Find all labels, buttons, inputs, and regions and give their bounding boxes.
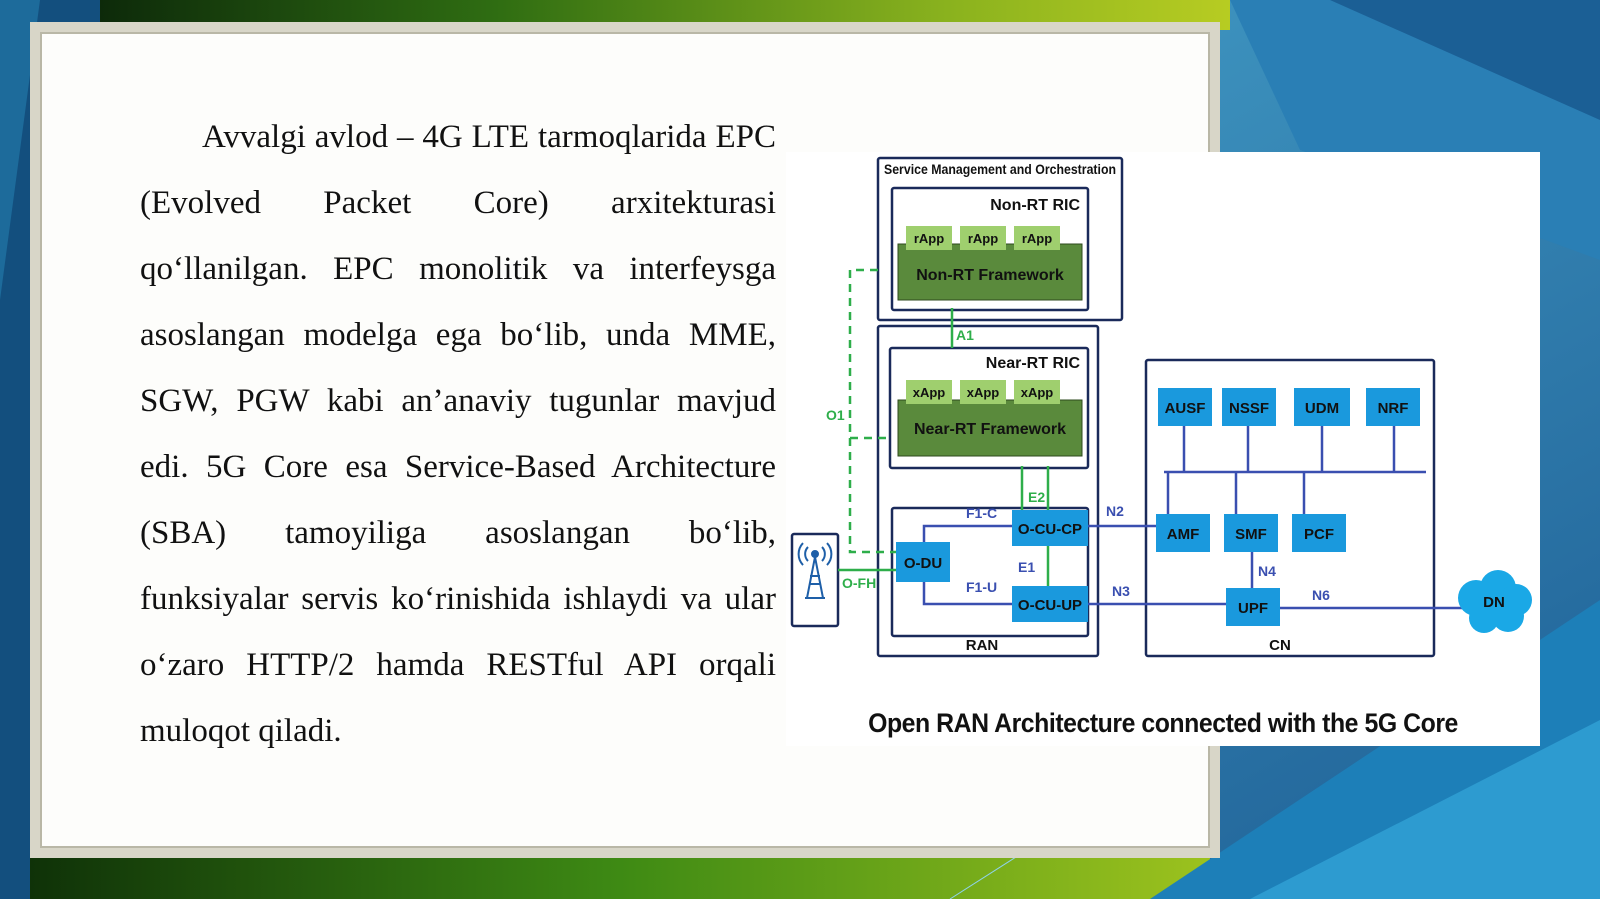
- non-rt-ric-box: [890, 186, 1090, 312]
- xapp-label-3: xApp: [1021, 385, 1054, 400]
- smo-box: [876, 156, 1124, 322]
- f1u-label: F1-U: [966, 579, 997, 595]
- upf-box: [1226, 588, 1280, 626]
- odu-box: [896, 542, 950, 582]
- xapp-box-3: [1014, 380, 1060, 404]
- non-rt-ric-label: Non-RT RIC: [990, 197, 1080, 214]
- f1c-label: F1-C: [966, 505, 997, 521]
- oran-diagram: Service Management and Orchestration Non…: [786, 152, 1540, 746]
- near-rt-framework-label: Near-RT Framework: [914, 421, 1066, 438]
- pcf-box: [1292, 514, 1346, 552]
- e2-label: E2: [1028, 489, 1045, 505]
- a1-label: A1: [956, 327, 974, 343]
- nrf-label: NRF: [1378, 400, 1409, 417]
- near-rt-framework-box: [897, 399, 1083, 457]
- ran-box: [890, 506, 1090, 638]
- udm-label: UDM: [1305, 400, 1339, 417]
- ausf-label: AUSF: [1165, 400, 1206, 417]
- rapp-box-2: [960, 226, 1006, 250]
- text-block: Avvalgi avlod – 4G LTE tarmoqlarida EPC …: [140, 104, 776, 764]
- cn-label: CN: [1269, 637, 1291, 654]
- xapp-label-1: xApp: [913, 385, 946, 400]
- xapp-box-1: [906, 380, 952, 404]
- diagram-canvas: Service Management and Orchestration Non…: [790, 156, 1532, 658]
- xapp-box-2: [960, 380, 1006, 404]
- smo-title: Service Management and Orchestration: [884, 161, 1116, 177]
- body-paragraph: Avvalgi avlod – 4G LTE tarmoqlarida EPC …: [140, 119, 776, 749]
- ofh-label: O-FH: [842, 575, 876, 591]
- ausf-box: [1158, 388, 1212, 426]
- rapp-box-3: [1014, 226, 1060, 250]
- near-rt-ric-box: [888, 346, 1090, 470]
- ran-label: RAN: [966, 637, 999, 654]
- near-rt-ric-label: Near-RT RIC: [986, 355, 1081, 372]
- n2-label: N2: [1106, 503, 1124, 519]
- cn-box: [1144, 358, 1436, 658]
- dn-cloud: [1458, 570, 1532, 633]
- amf-box: [1156, 514, 1210, 552]
- f1u-line: [922, 572, 1014, 606]
- radio-unit-box: [790, 532, 840, 628]
- nssf-label: NSSF: [1229, 400, 1269, 417]
- smf-box: [1224, 514, 1278, 552]
- n6-label: N6: [1312, 587, 1330, 603]
- ocuup-label: O-CU-UP: [1018, 597, 1082, 614]
- radio-tower-icon: [797, 542, 833, 599]
- n4-label: N4: [1258, 563, 1276, 579]
- ocucp-label: O-CU-CP: [1018, 521, 1082, 538]
- upf-label: UPF: [1238, 600, 1268, 617]
- ocucp-box: [1012, 510, 1088, 546]
- rapp-box-1: [906, 226, 952, 250]
- dn-label: DN: [1483, 594, 1505, 611]
- pcf-label: PCF: [1304, 526, 1334, 543]
- diagram-caption: Open RAN Architecture connected with the…: [868, 708, 1458, 738]
- smf-label: SMF: [1235, 526, 1267, 543]
- odu-label: O-DU: [904, 555, 942, 572]
- non-rt-framework-label: Non-RT Framework: [916, 267, 1064, 284]
- nssf-box: [1222, 388, 1276, 426]
- e1-label: E1: [1018, 559, 1035, 575]
- udm-box: [1294, 388, 1350, 426]
- o1-line: [848, 268, 896, 554]
- n3-label: N3: [1112, 583, 1130, 599]
- xapp-label-2: xApp: [967, 385, 1000, 400]
- o1-label: O1: [826, 407, 845, 423]
- ocuup-box: [1012, 586, 1088, 622]
- nrf-box: [1366, 388, 1420, 426]
- amf-label: AMF: [1167, 526, 1200, 543]
- rapp-label-2: rApp: [968, 231, 998, 246]
- near-rt-outer-box: [876, 324, 1100, 658]
- rapp-label-1: rApp: [914, 231, 944, 246]
- rapp-label-3: rApp: [1022, 231, 1052, 246]
